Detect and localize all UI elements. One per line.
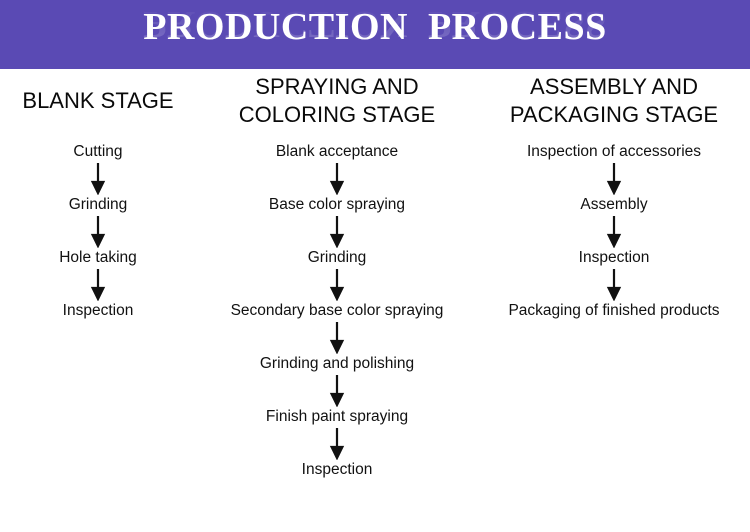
stage-heading-blank: BLANK STAGE [22, 88, 174, 113]
flow-step: Base color spraying [268, 196, 406, 213]
stage-column-spraying: SPRAYING AND COLORING STAGE Blank accept… [196, 69, 478, 479]
down-arrow-icon [605, 267, 623, 301]
flow-step: Inspection [578, 249, 650, 266]
flow-step: Assembly [580, 196, 648, 213]
flow-step: Grinding [307, 249, 367, 266]
process-columns: BLANK STAGE Cutting Grinding Hole taking… [0, 69, 750, 532]
header-title-wrap: PRODUCTION PROCESS PRODUCTION PROCESS [0, 0, 750, 69]
down-arrow-icon [89, 267, 107, 301]
flow-assembly: Inspection of accessories Assembly Inspe… [508, 142, 719, 320]
page-title-reflection: PRODUCTION PROCESS [143, 3, 607, 45]
flow-step: Grinding and polishing [259, 355, 415, 372]
stage-heading-assembly: ASSEMBLY AND PACKAGING STAGE [509, 74, 719, 127]
down-arrow-icon [89, 161, 107, 195]
flow-step: Inspection of accessories [526, 143, 702, 160]
flow-step: Inspection [301, 461, 373, 478]
down-arrow-icon [89, 214, 107, 248]
flow-step: Inspection [62, 302, 134, 319]
stage-heading-box: BLANK STAGE [0, 69, 196, 133]
down-arrow-icon [328, 161, 346, 195]
flow-step: Finish paint spraying [265, 408, 409, 425]
stage-column-blank: BLANK STAGE Cutting Grinding Hole taking… [0, 69, 196, 320]
down-arrow-icon [328, 320, 346, 354]
stage-heading-box: ASSEMBLY AND PACKAGING STAGE [478, 69, 750, 133]
flow-step: Blank acceptance [275, 143, 399, 160]
stage-heading-spraying: SPRAYING AND COLORING STAGE [238, 74, 436, 127]
flow-step: Hole taking [59, 249, 137, 266]
down-arrow-icon [328, 214, 346, 248]
flow-spraying: Blank acceptance Base color spraying Gri… [231, 142, 444, 479]
flow-step: Cutting [73, 143, 123, 160]
flow-step: Secondary base color spraying [230, 302, 444, 319]
down-arrow-icon [328, 426, 346, 460]
down-arrow-icon [605, 214, 623, 248]
stage-column-assembly: ASSEMBLY AND PACKAGING STAGE Inspection … [478, 69, 750, 320]
flow-blank: Cutting Grinding Hole taking Inspection [59, 142, 137, 320]
down-arrow-icon [328, 267, 346, 301]
down-arrow-icon [328, 373, 346, 407]
stage-heading-box: SPRAYING AND COLORING STAGE [196, 69, 478, 133]
flow-step: Grinding [68, 196, 128, 213]
page-title: PRODUCTION PROCESS [143, 6, 607, 48]
header-band: PRODUCTION PROCESS PRODUCTION PROCESS [0, 0, 750, 69]
flow-step: Packaging of finished products [508, 302, 720, 319]
down-arrow-icon [605, 161, 623, 195]
